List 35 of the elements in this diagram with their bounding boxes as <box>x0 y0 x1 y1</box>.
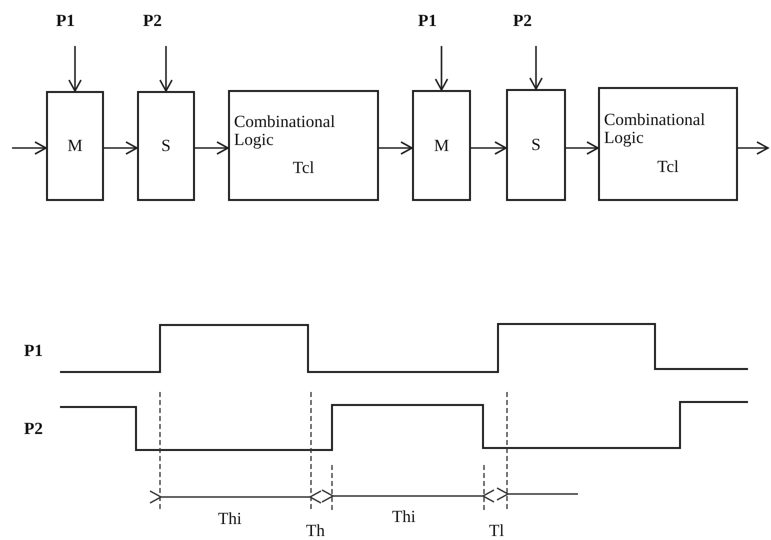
delay-label: Tcl <box>292 158 314 178</box>
latch-block <box>412 90 471 201</box>
arrow <box>529 46 543 90</box>
timing-label: Tl <box>489 522 504 539</box>
timing-label: Th <box>306 522 325 539</box>
timing-label: Thi <box>218 510 242 527</box>
delay-label: Tcl <box>657 156 679 177</box>
waveform-label: P1 <box>24 342 43 359</box>
arrow <box>379 141 413 155</box>
signal-label: P2 <box>143 12 162 29</box>
block-label: M <box>434 136 450 154</box>
signal-label: P2 <box>513 12 532 29</box>
arrow <box>104 141 138 155</box>
arrow <box>738 141 769 155</box>
block-label: Combinational Logic <box>234 112 336 148</box>
arrow <box>471 141 507 155</box>
arrow <box>159 46 173 92</box>
arrow <box>68 46 82 92</box>
arrow <box>195 141 229 155</box>
waveform-label: P2 <box>24 420 43 437</box>
block-label: S <box>531 136 541 154</box>
logic-block <box>228 90 379 201</box>
arrow <box>566 141 599 155</box>
latch-block <box>137 91 195 201</box>
block-label: S <box>161 137 171 155</box>
signal-label: P1 <box>56 12 75 29</box>
arrow <box>12 141 47 155</box>
block-label: Combinational Logic <box>604 111 706 147</box>
signal-label: P1 <box>418 12 437 29</box>
arrow <box>434 46 448 91</box>
latch-block <box>506 89 566 201</box>
latch-block <box>46 91 104 201</box>
block-label: M <box>67 137 83 155</box>
logic-block <box>598 87 738 201</box>
timing-label: Thi <box>392 508 416 525</box>
